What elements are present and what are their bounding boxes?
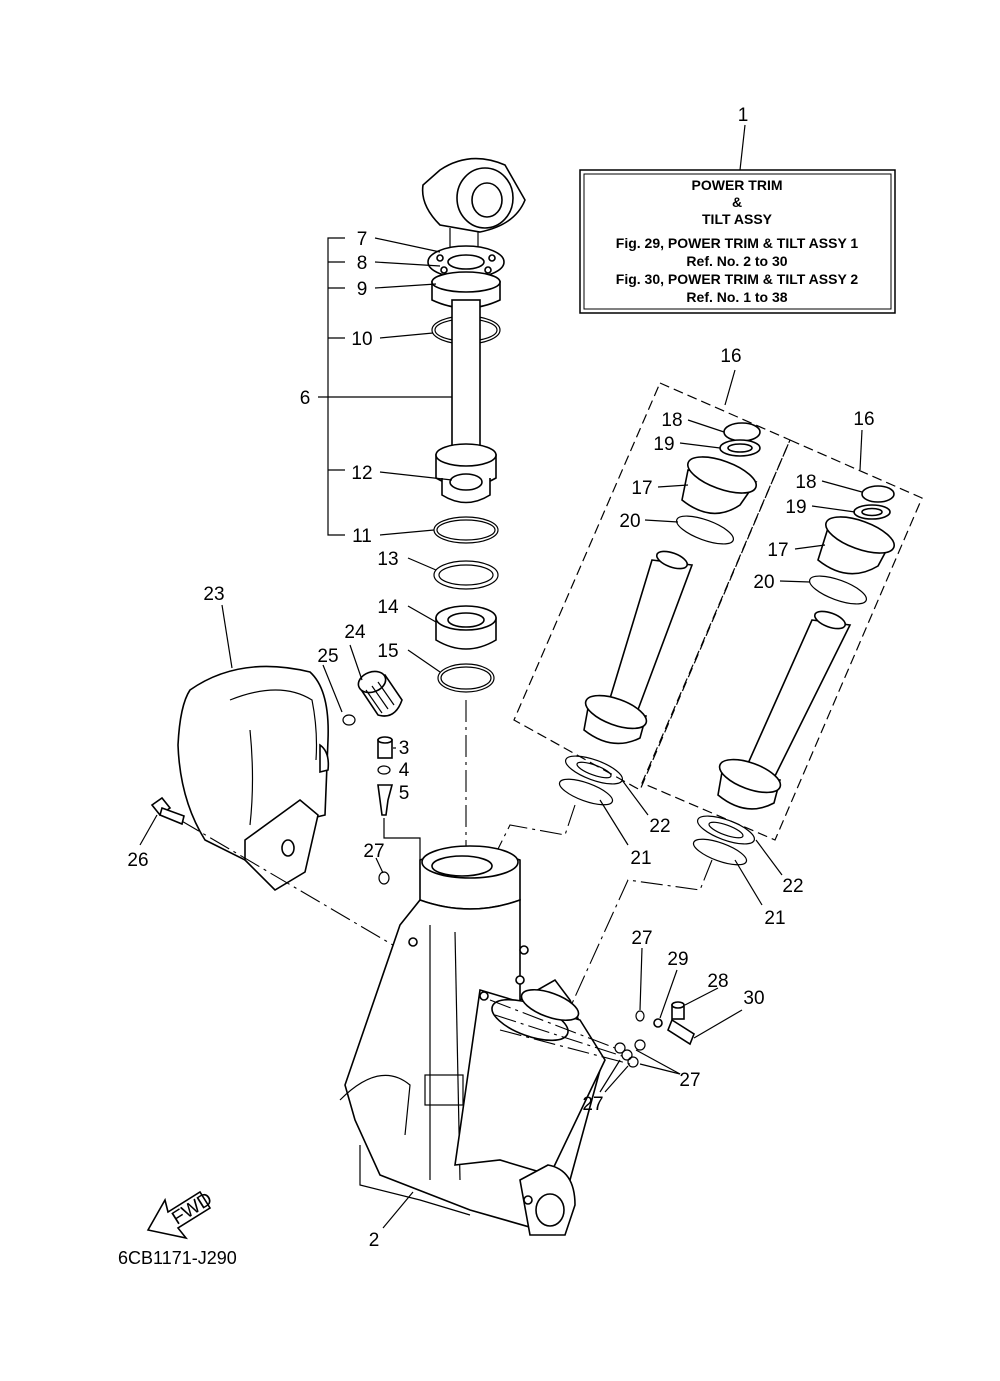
ref-label-19-left: 19 — [653, 434, 674, 455]
ref-label-11: 11 — [352, 526, 372, 547]
ref-label-7: 7 — [357, 229, 368, 250]
title-line-4: Fig. 29, POWER TRIM & TILT ASSY 1 — [616, 235, 859, 251]
ref-label-27-c: 27 — [679, 1070, 700, 1091]
ref-label-17-right: 17 — [767, 540, 788, 561]
ref-label-23: 23 — [203, 584, 224, 605]
title-line-1: POWER TRIM — [692, 177, 783, 193]
ref-label-9: 9 — [357, 279, 368, 300]
piston-rod-assembly — [421, 157, 526, 860]
seal-rings-21-22 — [558, 755, 783, 906]
ref-label-27-b: 27 — [631, 928, 652, 949]
fwd-arrow-icon: FWD — [146, 1189, 216, 1240]
diagram-code: 6CB1171-J290 — [118, 1248, 237, 1268]
ref-label-18-right: 18 — [795, 472, 816, 493]
tilt-cylinder-group-left — [513, 382, 791, 791]
ref-label-21-right: 21 — [764, 908, 785, 929]
title-line-3: TILT ASSY — [702, 211, 773, 227]
ref-label-16-right: 16 — [853, 409, 874, 430]
ref-label-26: 26 — [127, 850, 148, 871]
ref-label-12: 12 — [351, 463, 372, 484]
ref-label-17-left: 17 — [631, 478, 652, 499]
ref-label-1: 1 — [738, 105, 749, 126]
ref-label-14: 14 — [377, 597, 399, 618]
motor-23 — [177, 665, 416, 959]
tilt-cylinder-group-right — [641, 439, 923, 841]
ref-label-19-right: 19 — [785, 497, 806, 518]
ref-label-13: 13 — [377, 549, 398, 570]
title-line-6: Fig. 30, POWER TRIM & TILT ASSY 2 — [616, 271, 859, 287]
main-body-2 — [339, 845, 606, 1236]
ref-label-20-left: 20 — [619, 511, 640, 532]
ref-label-2: 2 — [369, 1230, 380, 1251]
title-line-7: Ref. No. 1 to 38 — [686, 289, 787, 305]
oring-25 — [342, 714, 356, 726]
ref-label-18-left: 18 — [661, 410, 682, 431]
small-parts-27-30 — [375, 857, 743, 1093]
bracket-6 — [318, 237, 453, 673]
title-line-2: & — [732, 194, 742, 210]
ref-label-6: 6 — [300, 388, 311, 409]
ref-label-3: 3 — [399, 738, 410, 759]
bolt-26 — [139, 796, 185, 846]
valve-parts-3-4-5 — [377, 736, 421, 870]
ref-label-8: 8 — [357, 253, 368, 274]
ref-label-10: 10 — [351, 329, 372, 350]
ref-label-22-left: 22 — [649, 816, 670, 837]
fwd-label: FWD — [168, 1189, 216, 1230]
ref-label-4: 4 — [399, 760, 410, 781]
ref-label-15: 15 — [377, 641, 398, 662]
ref-label-27-a: 27 — [363, 841, 384, 862]
ref-label-27-d: 27 — [582, 1094, 603, 1115]
ref-label-30: 30 — [743, 988, 764, 1009]
title-line-5: Ref. No. 2 to 30 — [686, 253, 787, 269]
ref-label-21-left: 21 — [630, 848, 651, 869]
leader-lines — [221, 369, 863, 713]
callout-labels: 2 3 4 5 6 7 8 9 10 11 12 13 14 15 16 16 … — [127, 229, 874, 1251]
ref-label-25: 25 — [317, 646, 338, 667]
ref-label-20-right: 20 — [753, 572, 774, 593]
ref-label-22-right: 22 — [782, 876, 803, 897]
ref-label-5: 5 — [399, 783, 410, 804]
ref-label-16-left: 16 — [720, 346, 741, 367]
filter-24 — [357, 670, 403, 717]
ref-label-28: 28 — [707, 971, 728, 992]
title-box: 1 POWER TRIM & TILT ASSY Fig. 29, POWER … — [579, 105, 896, 314]
ref-label-29: 29 — [667, 949, 688, 970]
ref-label-24: 24 — [344, 622, 366, 643]
